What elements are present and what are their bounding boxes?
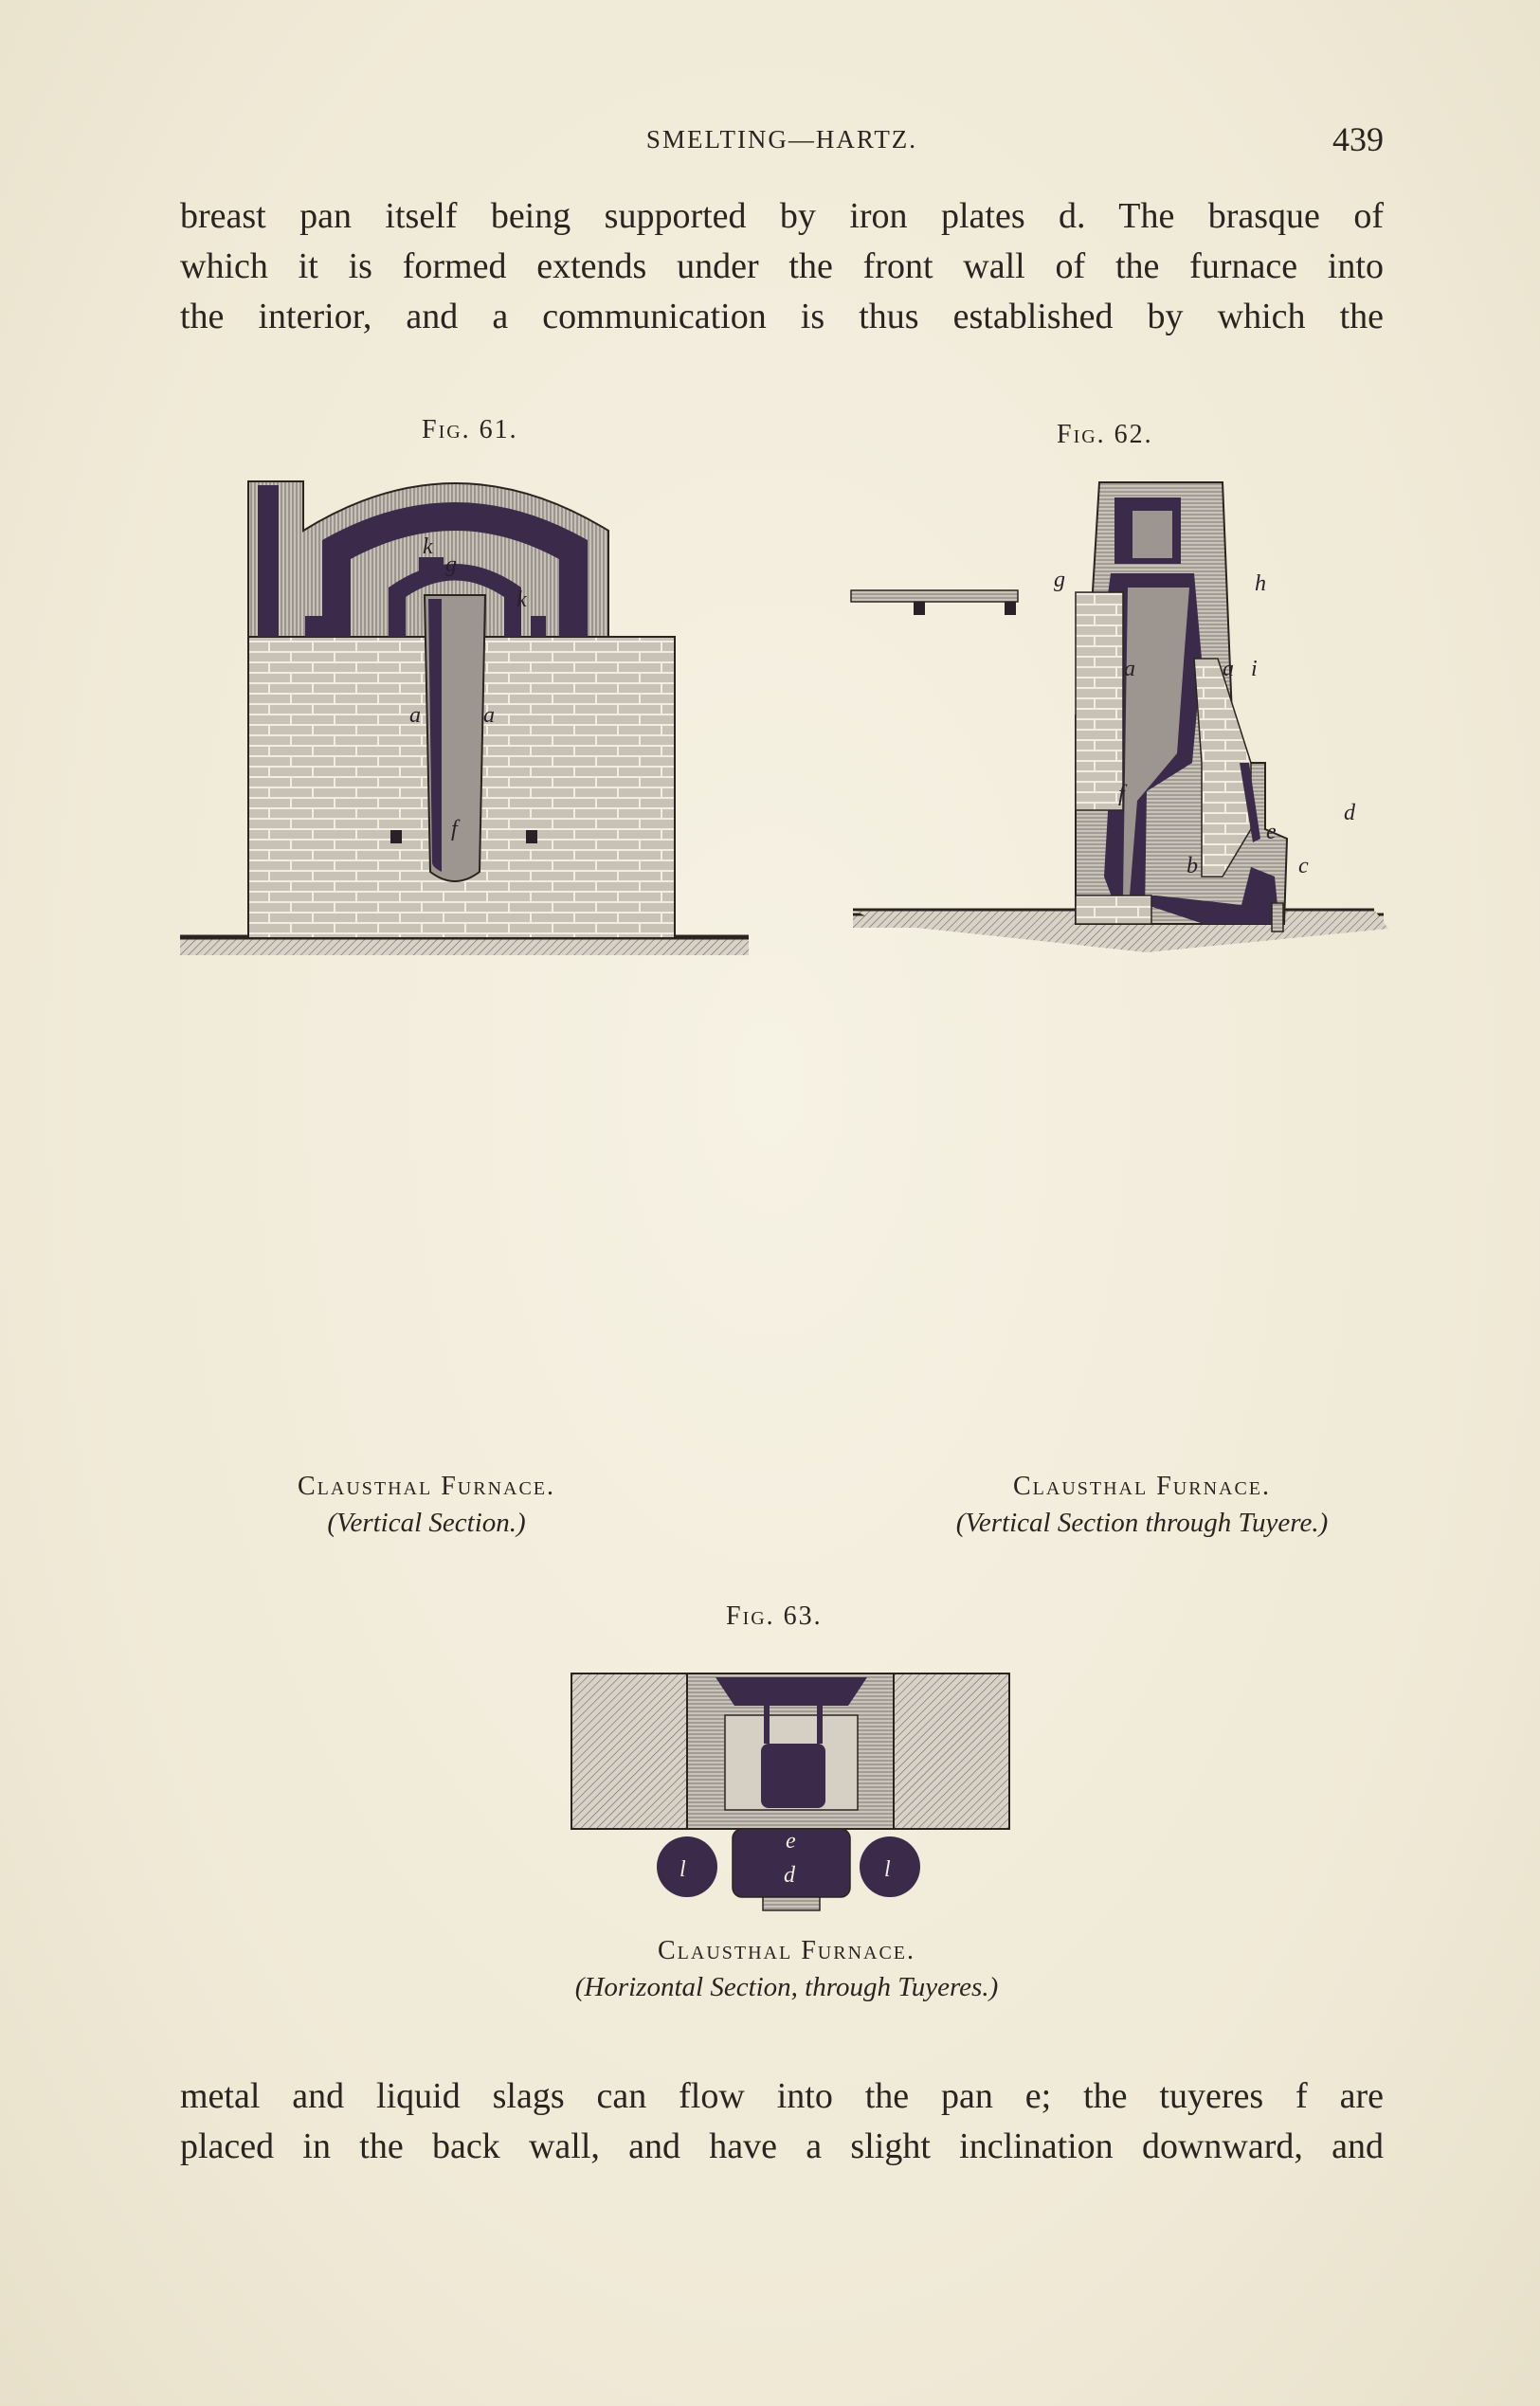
page-number: 439	[1332, 120, 1384, 158]
letter-g: g	[1054, 568, 1065, 592]
fig-63-label: Fig. 63.	[726, 1601, 823, 1631]
tuyere-l-right	[860, 1836, 920, 1897]
letter-f: f	[1118, 782, 1128, 806]
letter-h: h	[1255, 571, 1266, 596]
fig-63-caption-title: Clausthal Furnace.	[657, 1936, 916, 1965]
fig-61-caption: Clausthal Furnace. (Vertical Section.)	[199, 1469, 654, 1541]
paragraph-bottom: metal and liquid slags can flow into the…	[180, 2071, 1384, 2172]
text-line: breast pan itself being supported by iro…	[180, 196, 1384, 236]
fig-62-caption-sub: (Vertical Section through Tuyere.)	[955, 1508, 1329, 1538]
front-brick	[1075, 591, 1124, 811]
fig-61-vertical-section-drawing: k g k a a f	[180, 480, 749, 955]
letter-b: b	[1187, 854, 1198, 878]
fig-63-caption: Clausthal Furnace. (Horizontal Section, …	[474, 1933, 1099, 2005]
text-line: the interior, and a communication is thu…	[180, 297, 1384, 336]
letter-c: c	[1298, 854, 1309, 878]
ground	[180, 938, 749, 955]
fig-63-caption-sub: (Horizontal Section, through Tuyeres.)	[574, 1972, 999, 2002]
letter-a-2: a	[1223, 657, 1234, 681]
block-k-top	[419, 557, 444, 574]
letter-e: e	[786, 1829, 796, 1854]
letter-k-1: k	[423, 534, 433, 559]
letter-a-2: a	[483, 703, 495, 728]
inner-arch	[389, 564, 521, 637]
letter-i: i	[1251, 657, 1258, 681]
letter-f: f	[451, 817, 461, 841]
running-title: SMELTING—HARTZ.	[645, 125, 918, 154]
text-line: placed in the back wall, and have a slig…	[180, 2126, 1384, 2166]
fig-62-label: Fig. 62.	[1057, 420, 1153, 449]
outer-arch	[322, 502, 588, 637]
letter-l-2: l	[884, 1857, 891, 1882]
running-head: SMELTING—HARTZ. 439	[180, 120, 1384, 163]
text-line: metal and liquid slags can flow into the…	[180, 2076, 1384, 2116]
letter-a-1: a	[409, 703, 421, 728]
tuyere-l-left	[657, 1836, 717, 1897]
figure-62: g h a a i f d e b c	[850, 481, 1388, 952]
letter-d: d	[784, 1863, 796, 1888]
letter-l-1: l	[679, 1857, 686, 1882]
text-line: which it is formed extends under the fro…	[180, 246, 1384, 286]
paragraph-top: breast pan itself being supported by iro…	[180, 191, 1384, 342]
fig-62-caption-title: Clausthal Furnace.	[1012, 1472, 1272, 1501]
letter-g: g	[445, 552, 457, 577]
fig-62-caption: Clausthal Furnace. (Vertical Section thr…	[877, 1469, 1407, 1541]
left-flue	[258, 485, 279, 637]
fig-61-caption-title: Clausthal Furnace.	[297, 1472, 556, 1501]
letter-k-2: k	[516, 588, 527, 612]
letter-a-1: a	[1124, 657, 1135, 681]
letter-d: d	[1344, 801, 1356, 825]
figure-63: l e d l	[571, 1673, 1010, 1911]
fig-61-label: Fig. 61.	[422, 415, 518, 444]
letter-e: e	[1266, 820, 1277, 844]
fig-61-caption-sub: (Vertical Section.)	[327, 1508, 526, 1538]
hearth	[1118, 867, 1279, 924]
